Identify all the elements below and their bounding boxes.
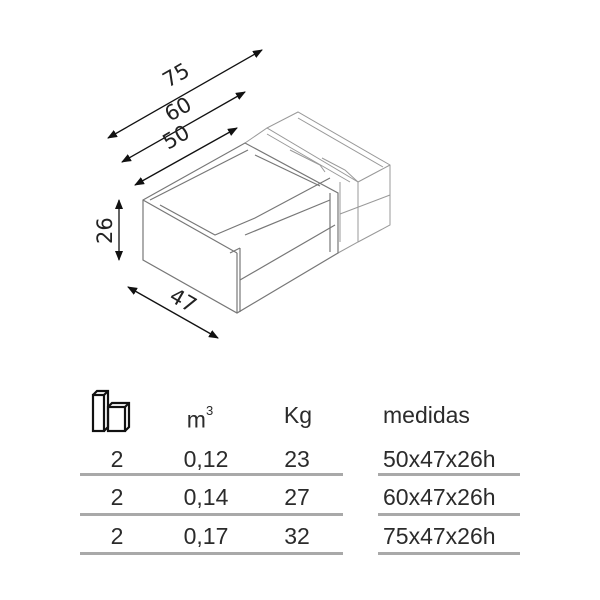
dimension-arrow-75: [107, 49, 263, 139]
dimension-label-26: 26: [93, 217, 117, 244]
dimension-arrow-50: [134, 127, 238, 186]
header-weight: Kg: [283, 402, 313, 428]
row-divider: [378, 552, 520, 555]
packages-icon: [91, 389, 131, 433]
cell-size: 50x47x26h: [383, 446, 496, 472]
cell-packages: 2: [110, 446, 124, 472]
dimension-label-47: 47: [166, 284, 201, 318]
header-volume: m3: [186, 403, 214, 433]
dimension-arrow-47: [127, 286, 219, 339]
cell-packages: 2: [110, 523, 124, 549]
cell-size: 60x47x26h: [383, 484, 496, 510]
row-divider: [80, 513, 343, 516]
cell-weight: 27: [284, 484, 310, 510]
header-size: medidas: [383, 402, 470, 428]
row-divider: [378, 513, 520, 516]
cell-volume: 0,12: [183, 446, 229, 472]
dimension-label-75: 75: [159, 58, 194, 92]
drawer-60-outline: [244, 127, 359, 254]
drawer-75-outline: [266, 111, 391, 243]
row-divider: [80, 552, 343, 555]
drawer-drawing: 75 60 50 26 47: [93, 49, 391, 339]
cell-weight: 23: [284, 446, 310, 472]
cell-volume: 0,17: [183, 523, 229, 549]
dimension-label-50: 50: [159, 120, 194, 154]
cell-weight: 32: [284, 523, 310, 549]
row-divider: [378, 473, 520, 476]
row-divider: [80, 473, 343, 476]
cell-size: 75x47x26h: [383, 523, 496, 549]
cell-packages: 2: [110, 484, 124, 510]
cell-volume: 0,14: [183, 484, 229, 510]
